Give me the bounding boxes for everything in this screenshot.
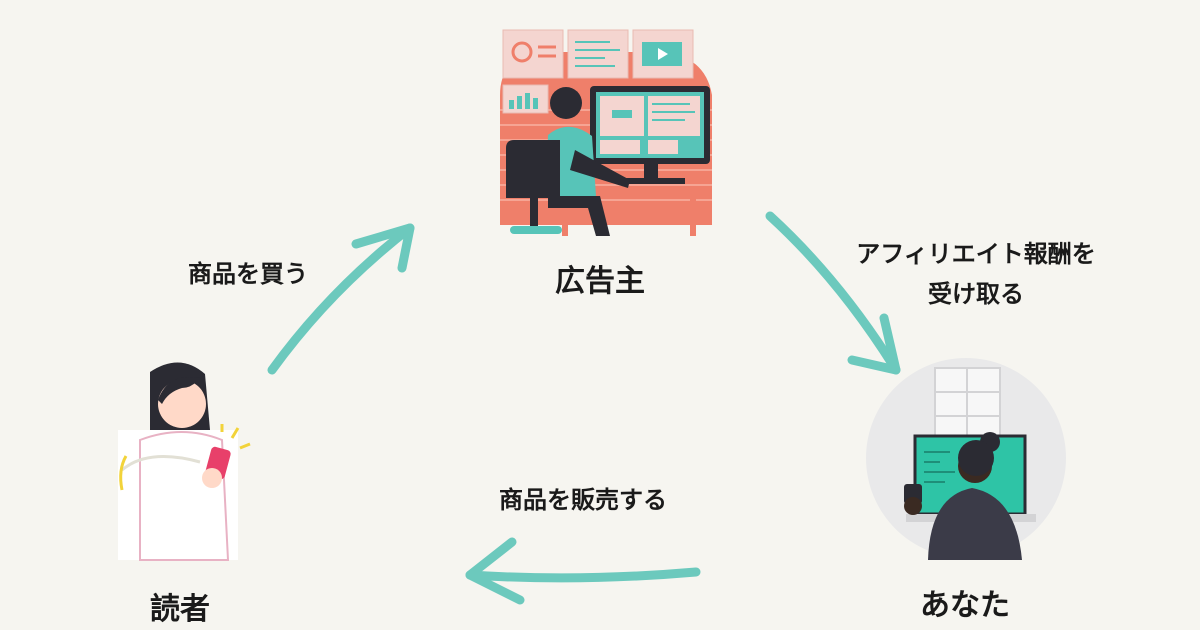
- advertiser-illustration: [500, 29, 712, 236]
- receive-commission-label-line2: 受け取る: [928, 280, 1024, 308]
- advertiser-label: 広告主: [555, 264, 645, 299]
- sell-product-label: 商品を販売する: [499, 486, 667, 514]
- you-illustration: [866, 358, 1066, 560]
- arrow-you-to-reader: [465, 537, 701, 605]
- arrow-advertiser-to-you: [765, 211, 901, 375]
- buy-product-label: 商品を買う: [188, 260, 308, 288]
- you-label: あなた: [920, 588, 1010, 623]
- receive-commission-label-line1: アフィリエイト報酬を: [856, 240, 1096, 268]
- reader-label: 読者: [150, 592, 210, 627]
- arrow-reader-to-advertiser: [267, 223, 415, 375]
- reader-illustration: [118, 362, 251, 561]
